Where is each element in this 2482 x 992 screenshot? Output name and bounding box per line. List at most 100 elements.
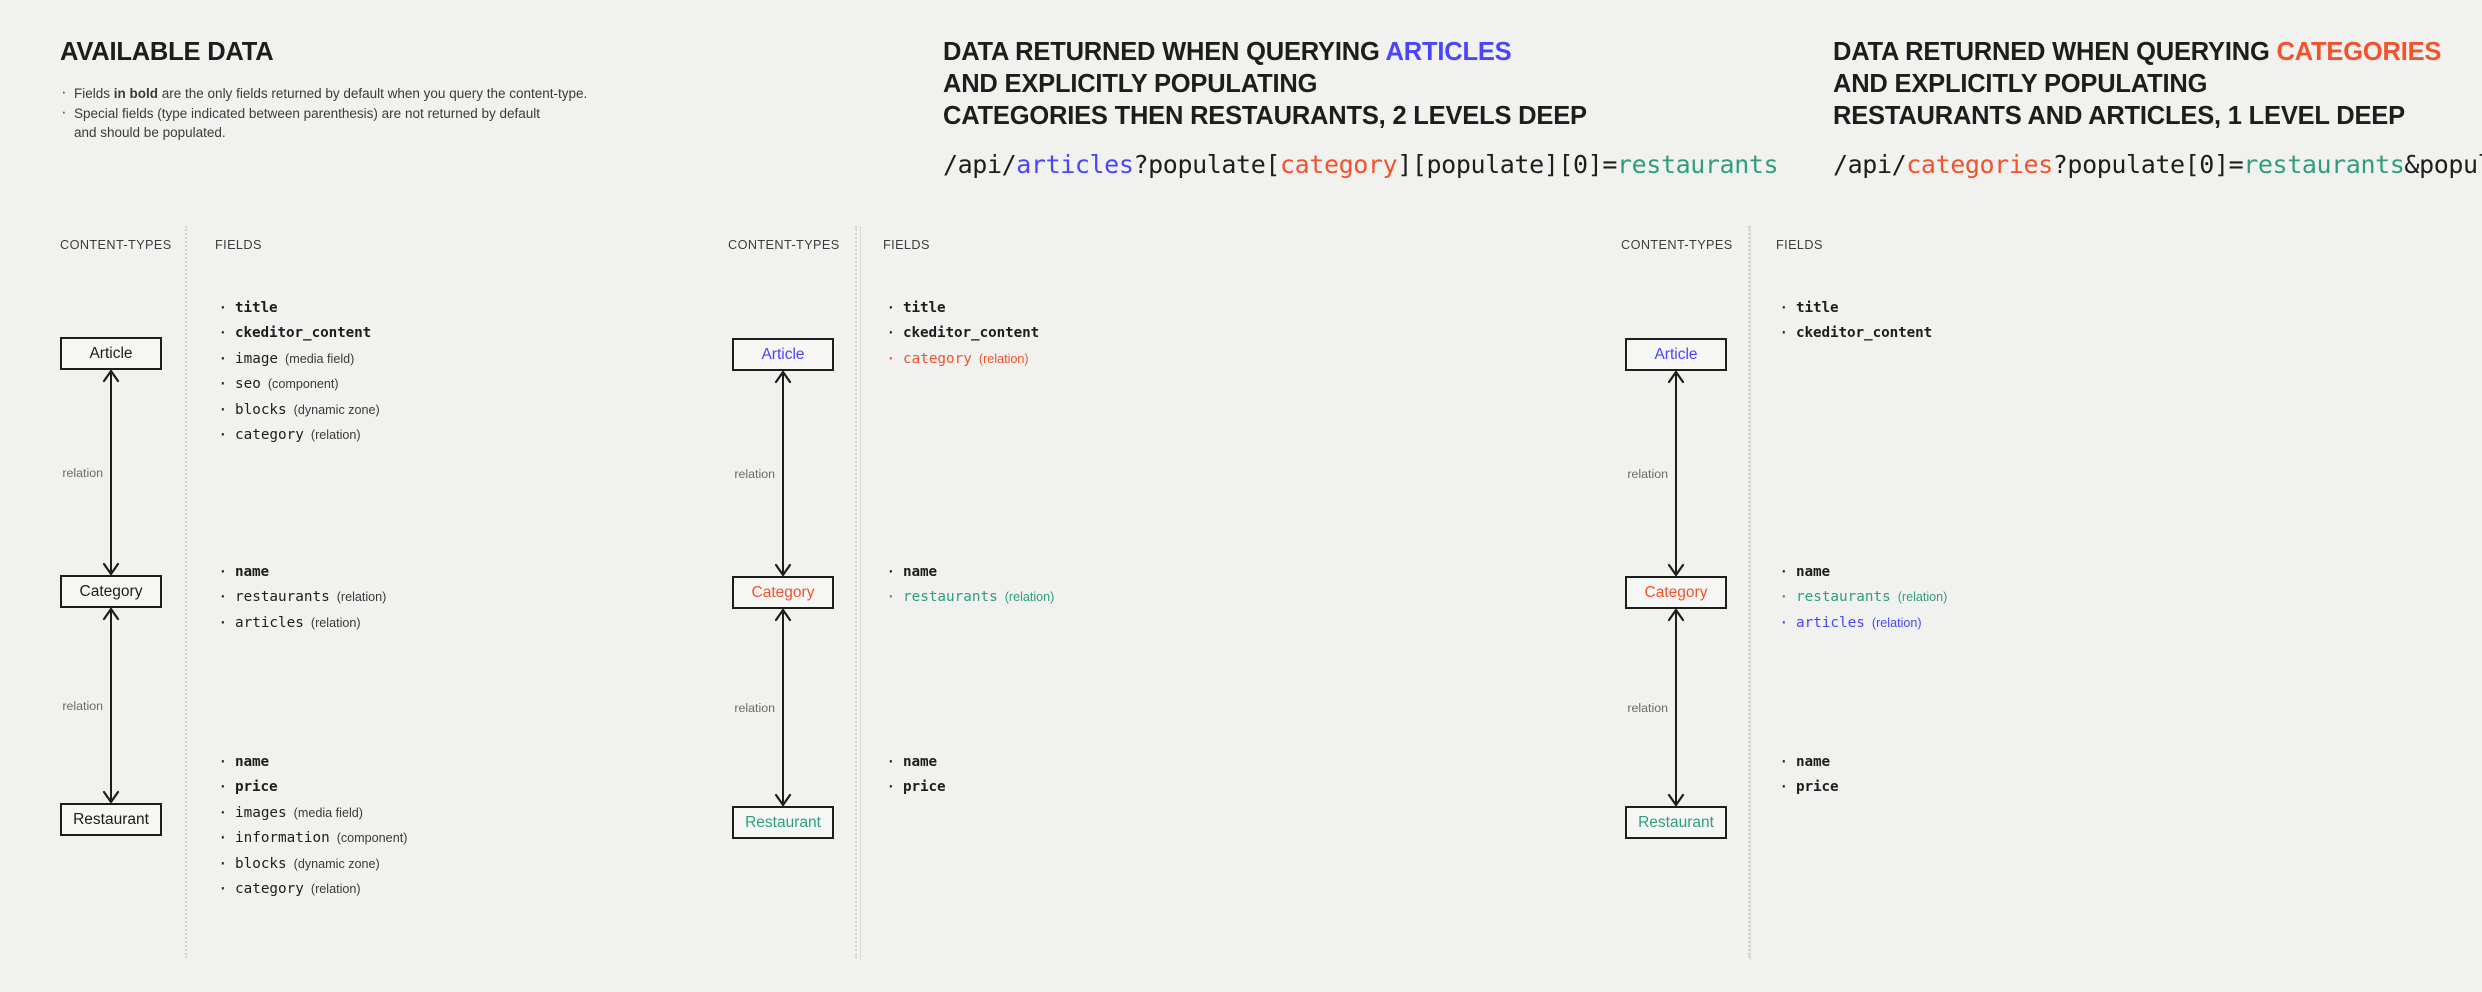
panel-available-data: AVAILABLE DATA Fields in bold are the onl…	[0, 0, 855, 992]
field-type: (relation)	[1897, 590, 1948, 605]
field-row: image (media field)	[215, 346, 380, 372]
field-name: restaurants	[1796, 589, 1891, 606]
field-name: price	[235, 779, 278, 796]
field-name: category	[903, 350, 972, 367]
field-row: name	[1776, 749, 1839, 775]
content-type-node-category[interactable]: Category	[60, 575, 162, 608]
legend-emphasis: in bold	[113, 86, 159, 101]
caption-fields: FIELDS	[1776, 238, 1823, 252]
field-name: ckeditor_content	[903, 325, 1040, 342]
api-segment: articles	[1016, 150, 1134, 179]
content-type-node-restaurant[interactable]: Restaurant	[732, 806, 834, 839]
panel-title-line: AND EXPLICITLY POPULATING	[943, 68, 1725, 100]
api-segment: ?populate[0]=	[2052, 150, 2244, 179]
field-type: (media field)	[293, 805, 363, 820]
field-row: information(component)	[215, 825, 408, 851]
field-type: (relation)	[978, 351, 1029, 366]
api-segment: /api/	[943, 150, 1017, 179]
field-row: category(relation)	[215, 876, 407, 902]
api-segment: restaurants	[2243, 150, 2405, 179]
panel-title-line: CATEGORIES THEN RESTAURANTS, 2 LEVELS DE…	[943, 100, 1725, 132]
field-type: (relation)	[310, 615, 361, 630]
legend-notes: Fields in bold are the only fields retur…	[58, 82, 618, 143]
field-row: ckeditor_content	[883, 320, 1040, 346]
field-row: name	[883, 749, 946, 775]
dotted-divider	[855, 226, 857, 958]
content-type-node-restaurant[interactable]: Restaurant	[1625, 806, 1727, 839]
legend-text: Fields	[74, 86, 114, 101]
relation-label: relation	[730, 464, 779, 483]
legend-text: Special fields (type indicated between p…	[74, 106, 541, 121]
field-name: name	[1796, 564, 1831, 580]
relation-label: relation	[58, 696, 107, 715]
field-name: articles	[235, 614, 304, 631]
field-name: image	[235, 350, 279, 367]
field-list-article: title ckeditor_content	[1776, 295, 1932, 347]
dotted-divider	[1748, 226, 1750, 958]
field-type: (relation)	[336, 590, 387, 605]
field-name: articles	[1796, 614, 1865, 631]
field-name: price	[903, 779, 946, 796]
field-name: title	[235, 300, 278, 316]
relation-arrow	[102, 608, 120, 803]
panel-separator	[1750, 226, 1751, 960]
field-row: ckeditor_content	[1776, 320, 1932, 346]
field-type: (component)	[336, 831, 408, 846]
field-type: (relation)	[310, 428, 361, 443]
caption-content-types: CONTENT-TYPES	[728, 238, 840, 252]
panel-title-line: RESTAURANTS AND ARTICLES, 1 LEVEL DEEP	[1833, 100, 2462, 132]
field-row: title	[215, 295, 380, 321]
legend-text: are the only fields returned by default …	[158, 86, 588, 101]
api-segment: restaurants	[1617, 150, 1779, 179]
field-row: title	[1776, 295, 1932, 321]
field-row: price	[1776, 774, 1839, 800]
field-name: ckeditor_content	[235, 325, 372, 342]
field-name: restaurants	[903, 589, 998, 606]
title-keyword: ARTICLES	[1385, 38, 1512, 66]
title-text: AND EXPLICITLY POPULATING	[943, 70, 1318, 98]
api-endpoint: /api/categories?populate[0]=restaurants&…	[1833, 149, 2482, 181]
content-type-node-restaurant[interactable]: Restaurant	[60, 803, 162, 836]
field-name: title	[1796, 300, 1839, 316]
relation-arrow	[1667, 609, 1685, 806]
relation-label: relation	[58, 463, 107, 482]
field-type: (media field)	[285, 351, 355, 366]
content-type-node-article[interactable]: Article	[732, 338, 834, 371]
field-type: (relation)	[1004, 590, 1055, 605]
field-row: articles(relation)	[1776, 610, 1947, 636]
field-list-category: name restaurants (relation)	[883, 559, 1055, 611]
content-type-node-category[interactable]: Category	[1625, 576, 1727, 609]
field-row: title	[883, 295, 1039, 321]
title-text: AVAILABLE DATA	[60, 38, 274, 66]
field-row: name	[883, 559, 1054, 585]
field-row: seo(component)	[215, 371, 380, 397]
panel-title-line: DATA RETURNED WHEN QUERYING ARTICLES	[943, 36, 1725, 68]
field-name: category	[235, 427, 304, 444]
relation-label: relation	[1623, 464, 1672, 483]
content-type-node-category[interactable]: Category	[732, 576, 834, 609]
panel-title-line: DATA RETURNED WHEN QUERYING CATEGORIES	[1833, 36, 2462, 68]
relation-arrow	[102, 370, 120, 575]
api-segment: &populate[1]=	[2404, 150, 2482, 179]
field-row: articles (relation)	[215, 610, 386, 636]
field-list-category: namerestaurants(relation)articles(relati…	[215, 559, 387, 636]
field-type: (dynamic zone)	[293, 402, 380, 417]
relation-arrow	[774, 371, 792, 576]
dotted-divider	[185, 226, 187, 958]
panel-title-line: AVAILABLE DATA	[60, 36, 835, 68]
content-type-node-article[interactable]: Article	[1625, 338, 1727, 371]
field-name: price	[1796, 779, 1839, 796]
title-text: CATEGORIES THEN RESTAURANTS, 2 LEVELS DE…	[943, 102, 1587, 130]
field-list-article: title ckeditor_contentimage (media field) s…	[215, 295, 380, 448]
field-name: restaurants	[235, 589, 330, 606]
field-row: restaurants (relation)	[1776, 584, 1948, 610]
content-type-node-article[interactable]: Article	[60, 337, 162, 370]
field-name: name	[235, 754, 270, 770]
panel-title-line: AND EXPLICITLY POPULATING	[1833, 68, 2462, 100]
